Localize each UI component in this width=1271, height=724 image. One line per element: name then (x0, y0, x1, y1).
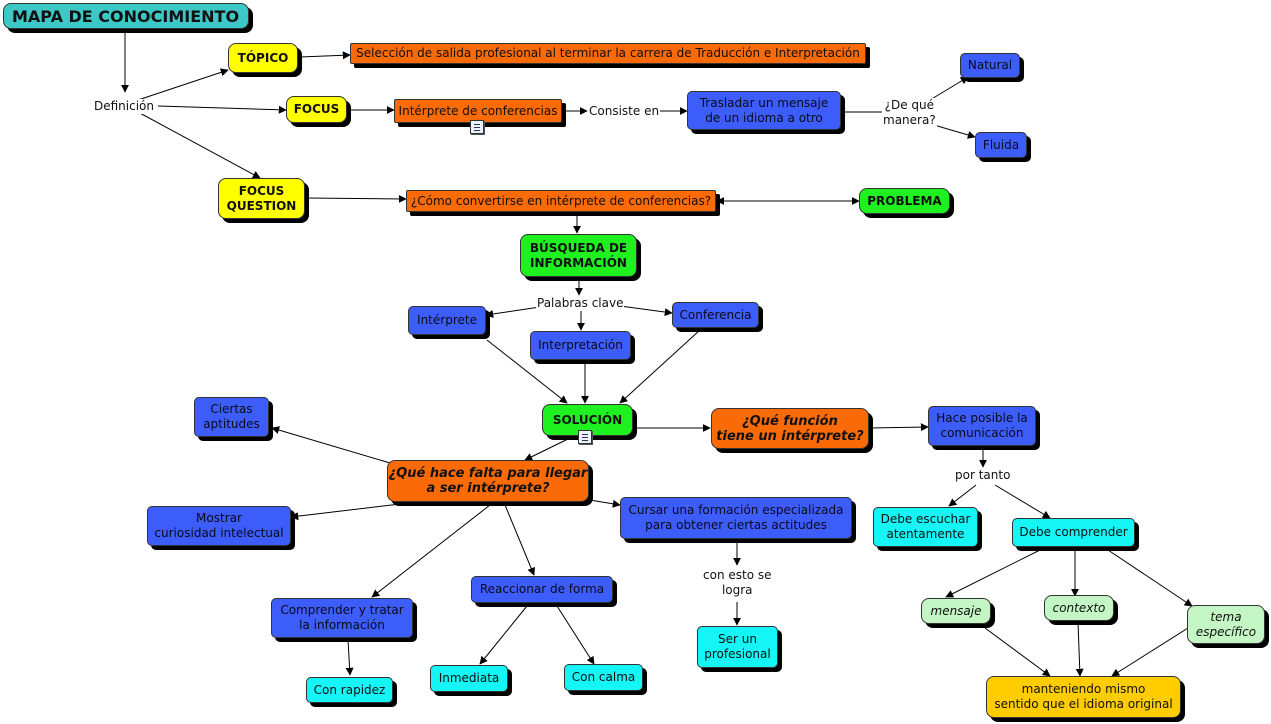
concept-ciertas-aptitudes[interactable]: Ciertas aptitudes (194, 397, 269, 437)
concept-question[interactable]: ¿Cómo convertirse en intérprete de confe… (406, 190, 716, 212)
link-label-con-esto: con esto se logra (702, 568, 773, 598)
concept-que-funcion[interactable]: ¿Qué función tiene un intérprete? (711, 408, 869, 449)
document-icon[interactable] (578, 430, 592, 444)
concept-que-hace-falta[interactable]: ¿Qué hace falta para llegar a ser intérp… (387, 460, 589, 502)
concept-trasladar[interactable]: Trasladar un mensaje de un idioma a otro (687, 91, 841, 130)
concept-ser-profesional[interactable]: Ser un profesional (697, 626, 778, 668)
concept-conferencia[interactable]: Conferencia (672, 302, 759, 328)
link-label-palabras-clave: Palabras clave (536, 296, 625, 311)
concept-busqueda[interactable]: BÚSQUEDA DE INFORMACIÓN (520, 234, 637, 277)
concept-comprender-tratar[interactable]: Comprender y tratar la información (271, 598, 413, 638)
concept-contexto[interactable]: contexto (1044, 595, 1114, 621)
concept-mostrar[interactable]: Mostrar curiosidad intelectual (147, 506, 291, 546)
concept-con-rapidez[interactable]: Con rapidez (306, 677, 393, 703)
concept-fluida[interactable]: Fluida (975, 132, 1027, 158)
link-label-consiste-en: Consiste en (588, 104, 661, 119)
concept-con-calma[interactable]: Con calma (564, 664, 643, 691)
concept-interprete[interactable]: Intérprete (408, 306, 486, 335)
concept-tema[interactable]: tema específico (1187, 605, 1265, 644)
concept-inmediata[interactable]: Inmediata (430, 665, 508, 692)
concept-reaccionar[interactable]: Reaccionar de forma (471, 576, 613, 603)
concept-debe-escuchar[interactable]: Debe escuchar atentamente (873, 507, 978, 547)
concept-cursar[interactable]: Cursar una formación especializada para … (620, 497, 852, 539)
concept-topico[interactable]: TÓPICO (228, 43, 298, 73)
concept-topico-text[interactable]: Selección de salida profesional al termi… (350, 43, 866, 64)
concept-hace-posible[interactable]: Hace posible la comunicación (928, 406, 1036, 446)
concept-debe-comprender[interactable]: Debe comprender (1012, 518, 1135, 547)
concept-focus-question[interactable]: FOCUS QUESTION (218, 178, 305, 219)
link-label-por-tanto: por tanto (954, 468, 1012, 483)
document-icon[interactable] (470, 120, 484, 134)
concept-manteniendo[interactable]: manteniendo mismo sentido que el idioma … (986, 676, 1181, 718)
link-label-de-que-manera: ¿De qué manera? (882, 98, 937, 128)
map-title: MAPA DE CONOCIMIENTO (3, 3, 249, 29)
concept-focus[interactable]: FOCUS (286, 96, 347, 123)
concept-problema[interactable]: PROBLEMA (859, 188, 950, 214)
concept-natural[interactable]: Natural (960, 53, 1020, 78)
link-label-definicion: Definición (93, 99, 155, 114)
concept-mensaje[interactable]: mensaje (921, 598, 991, 624)
concept-interpretacion[interactable]: Interpretación (530, 331, 631, 360)
